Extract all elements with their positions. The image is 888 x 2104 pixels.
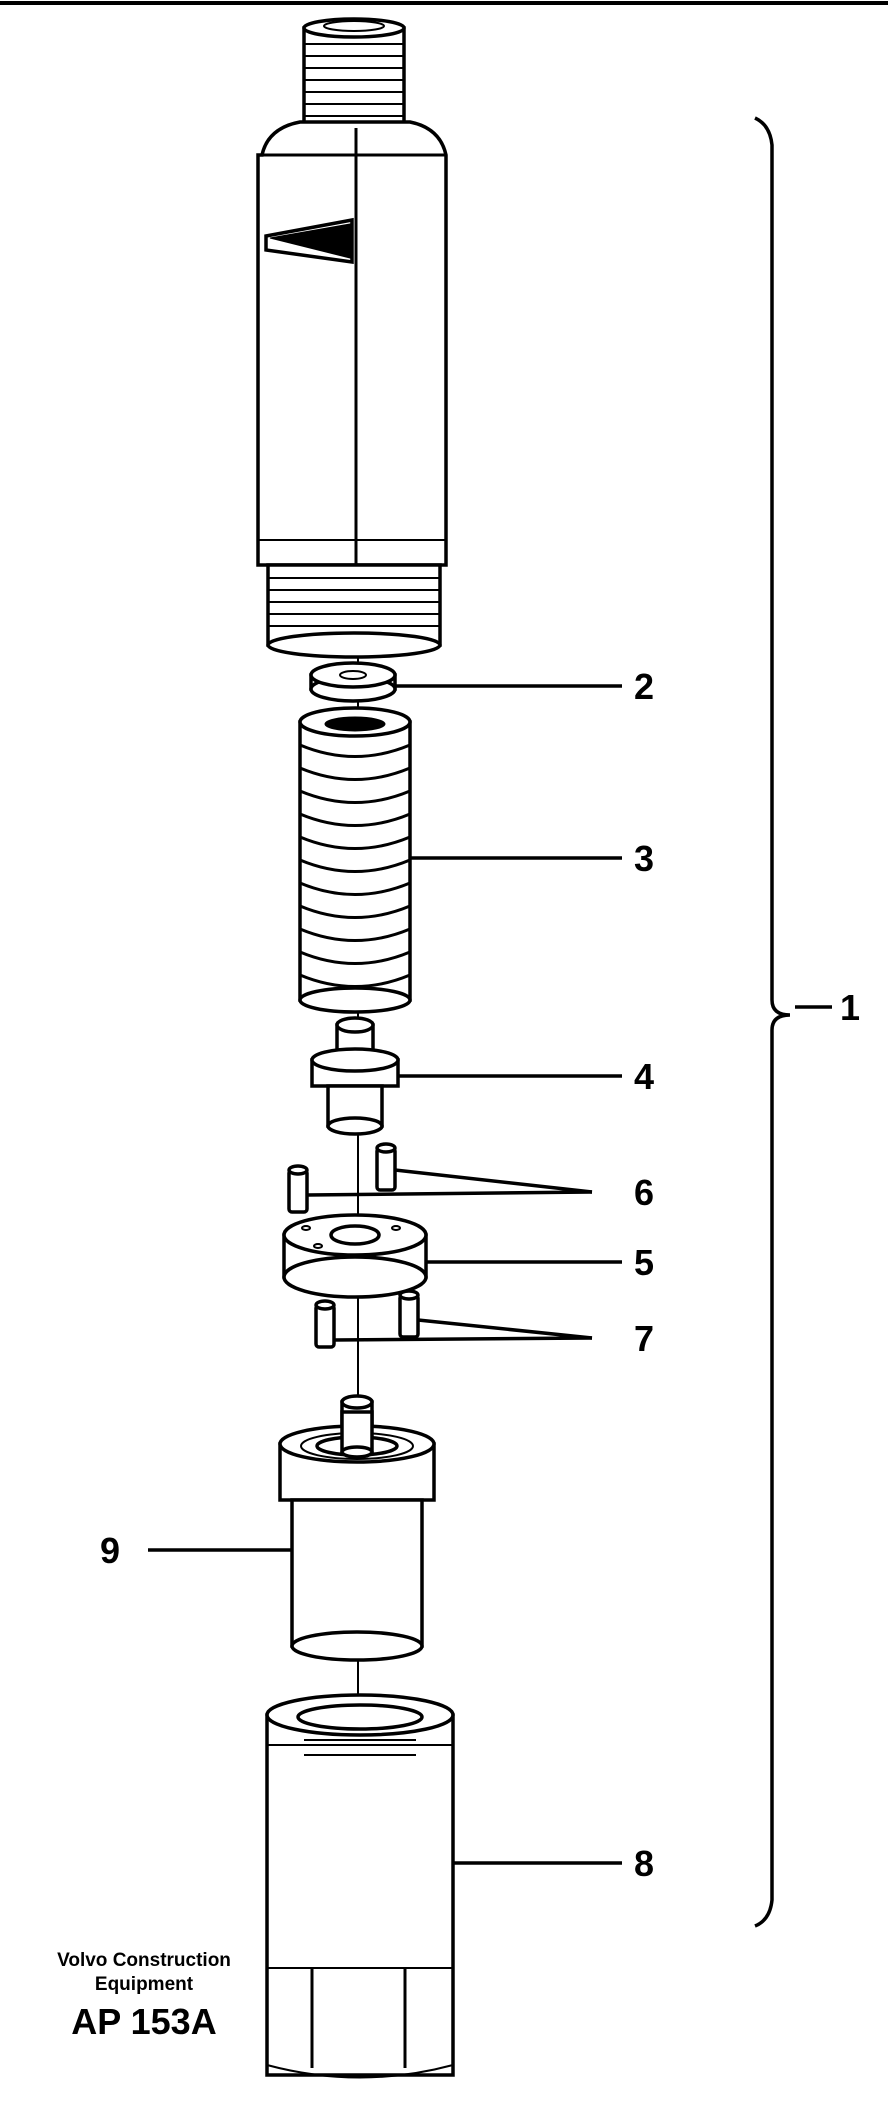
- callout-6: 6: [634, 1172, 654, 1213]
- part-5-intermediate-plate: [282, 1213, 428, 1299]
- brand-name-line2: Equipment: [95, 1974, 194, 1995]
- leader-line-7a: [417, 1318, 593, 1340]
- leader-line-6a: [394, 1168, 593, 1194]
- callout-7: 7: [634, 1318, 654, 1359]
- leader-line-6b: [306, 1190, 593, 1197]
- part-4-spring-seat: [310, 1016, 400, 1136]
- callout-8: 8: [634, 1843, 654, 1884]
- part-2-shim-washer: [309, 661, 397, 703]
- injector-holder-body: [256, 17, 448, 659]
- callout-5: 5: [634, 1242, 654, 1283]
- part-8-nozzle-nut: [265, 1693, 455, 2079]
- drawing-code: AP 153A: [71, 2001, 216, 2042]
- callout-3: 3: [634, 838, 654, 879]
- part-9-nozzle: [278, 1394, 436, 1662]
- callout-4: 4: [634, 1056, 654, 1097]
- callout-1: 1: [840, 987, 860, 1028]
- callout-2: 2: [634, 666, 654, 707]
- part-3-compression-spring: [298, 706, 412, 1014]
- part-6-dowel-pins: [287, 1142, 397, 1214]
- assembly-bracket: [754, 116, 791, 1928]
- brand-name-line1: Volvo Construction: [57, 1950, 231, 1971]
- callout-9: 9: [100, 1530, 120, 1571]
- leader-line-7b: [333, 1336, 593, 1342]
- part-7-dowel-pins: [314, 1289, 420, 1349]
